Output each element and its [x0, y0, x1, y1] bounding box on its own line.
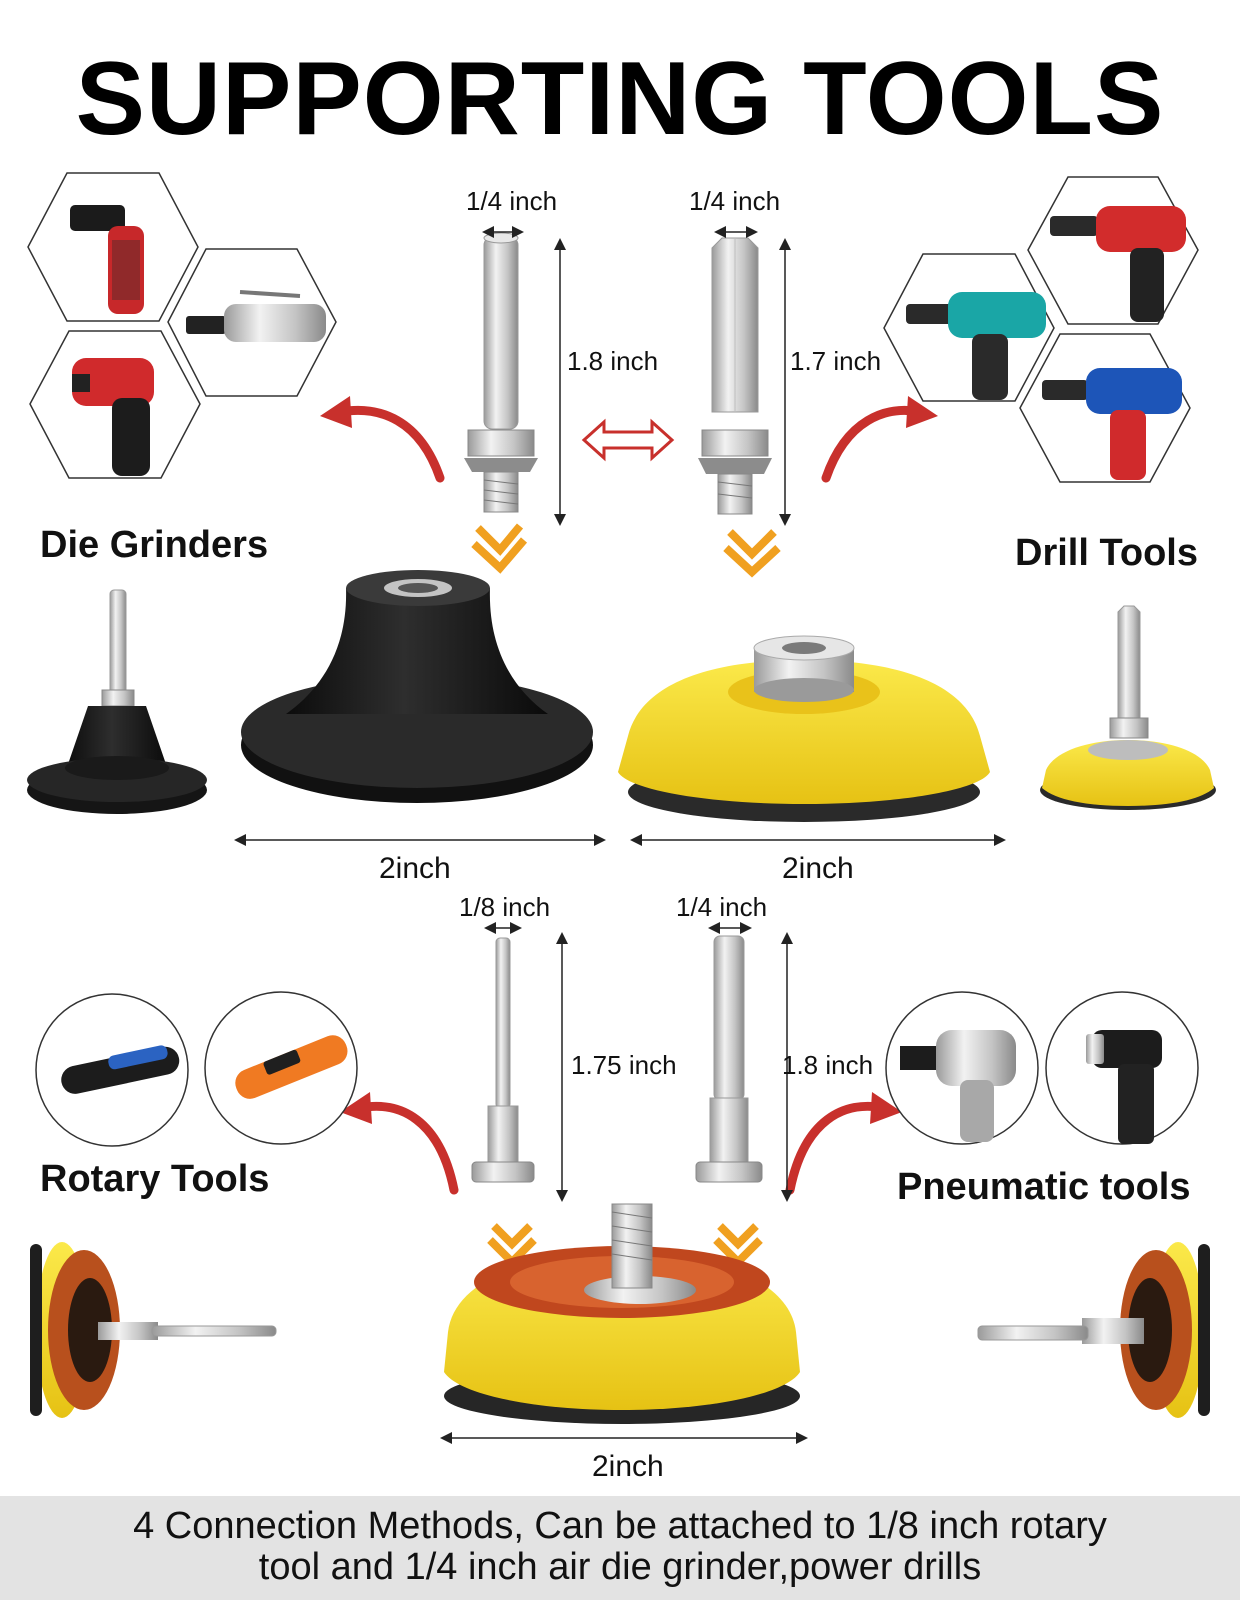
drill-hex-group	[883, 176, 1199, 483]
red-curved-arrow-top-left	[320, 396, 445, 483]
red-curved-arrow-bottom-right	[785, 1092, 902, 1195]
red-curved-arrow-bottom-left	[340, 1092, 459, 1195]
small-rubber-roloc-pad	[27, 589, 207, 814]
circle-rotary-tool-blue	[35, 993, 189, 1147]
dim-bottom-left-diameter: 1/8 inch	[459, 892, 551, 922]
hex-straight-die-grinder	[167, 248, 337, 397]
footer-line-2: tool and 1/4 inch air die grinder,power …	[258, 1546, 982, 1588]
small-yellow-hex-pad	[1040, 605, 1216, 810]
dim-mid-right-width: 2inch	[782, 852, 854, 885]
circle-rotary-tool-orange	[204, 991, 358, 1145]
hex-teal-drill	[883, 253, 1055, 402]
circle-pneumatic-impact-wrench	[885, 991, 1039, 1145]
footer-line-1: 4 Connection Methods, Can be attached to…	[133, 1505, 1107, 1547]
footer-banner: 4 Connection Methods, Can be attached to…	[0, 1496, 1240, 1600]
side-view-pad-left	[30, 1242, 277, 1418]
hex-red-drill	[1027, 176, 1199, 325]
orange-chevron-icon	[471, 523, 781, 1268]
hex-angle-die-grinder	[27, 172, 199, 322]
red-curved-arrow-top-right	[821, 396, 938, 483]
bottom-yellow-threaded-pad	[444, 1203, 800, 1424]
dim-bottom-right-length: 1.8 inch	[782, 1050, 874, 1080]
large-rubber-roloc-pad	[241, 570, 593, 803]
dim-bottom-left-length: 1.75 inch	[571, 1050, 677, 1080]
dim-bottom-right-diameter: 1/4 inch	[676, 892, 768, 922]
hex-shank-mandrel-top	[698, 237, 772, 515]
die-grinder-hex-group	[27, 172, 337, 479]
circle-pneumatic-angle-grinder	[1045, 991, 1199, 1145]
dim-top-left-length: 1.8 inch	[567, 346, 659, 376]
section-die-grinders: Die Grinders	[40, 524, 269, 566]
hex-blue-drill	[1019, 333, 1191, 483]
dim-bottom-pad-width: 2inch	[592, 1450, 664, 1483]
dim-top-left-diameter: 1/4 inch	[466, 186, 558, 216]
page-title: SUPPORTING TOOLS	[75, 41, 1165, 157]
section-pneumatic-tools: Pneumatic tools	[897, 1166, 1191, 1208]
side-view-pad-right	[977, 1242, 1210, 1418]
dim-top-right-diameter: 1/4 inch	[689, 186, 781, 216]
hex-pistol-die-grinder	[29, 330, 201, 479]
swap-arrow-icon	[581, 418, 675, 462]
thin-shank-mandrel-bottom	[471, 937, 535, 1183]
dimension-lines-bottom	[440, 922, 808, 1444]
dim-mid-left-width: 2inch	[379, 852, 451, 885]
section-drill-tools: Drill Tools	[1015, 532, 1198, 574]
dim-top-right-length: 1.7 inch	[790, 346, 882, 376]
dimension-lines-top	[482, 226, 791, 526]
large-yellow-hook-loop-pad	[618, 635, 990, 822]
section-rotary-tools: Rotary Tools	[40, 1158, 270, 1200]
round-shank-mandrel-top	[464, 232, 538, 513]
round-shank-mandrel-bottom	[695, 935, 763, 1183]
